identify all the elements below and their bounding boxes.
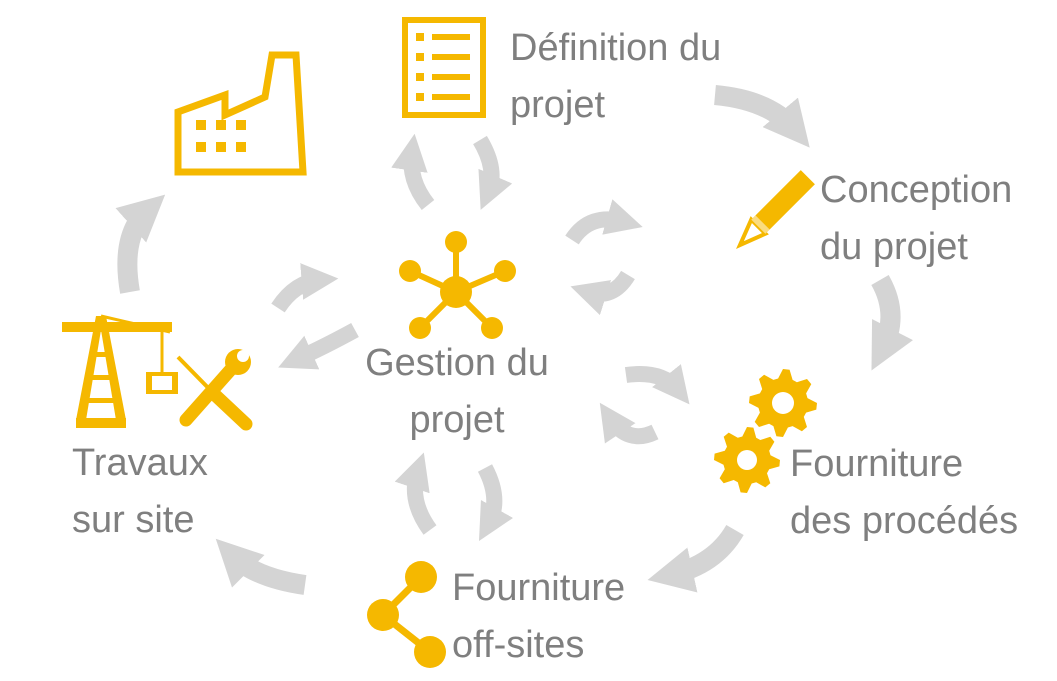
gears-icon: [714, 369, 817, 493]
label-conception: Conception du projet: [820, 162, 1012, 276]
screwdriver-icon: [176, 355, 253, 431]
arrow-offsites-to-gestion: [394, 452, 437, 535]
arrow-travaux-to-gestion: [271, 263, 339, 313]
cycle-arrows: [115, 85, 913, 595]
label-line: projet: [409, 399, 505, 441]
label-line: sur site: [72, 499, 195, 541]
gear-small-hole: [737, 450, 757, 470]
label-line: Fourniture: [452, 567, 626, 609]
label-line: off-sites: [452, 624, 585, 666]
label-fourniture-procedes: Fourniture des procédés: [790, 436, 1018, 550]
arrow-conception-to-gestion: [570, 270, 635, 316]
label-definition: Définition du projet: [510, 20, 721, 134]
label-line: des procédés: [790, 500, 1019, 542]
factory-icon: [174, 51, 307, 176]
gear-large-hole: [772, 392, 794, 414]
label-travaux: Travaux sur site: [72, 435, 208, 549]
label-fourniture-offsites: Fourniture off-sites: [452, 560, 625, 674]
arrow-definition-to-gestion: [473, 135, 513, 210]
label-line: Fourniture: [790, 443, 964, 485]
gestion-exchange-arrows: [271, 133, 690, 542]
wrench-icon: [179, 349, 251, 427]
arrow-gestion-to-conception: [565, 199, 643, 245]
label-line: Conception: [820, 169, 1013, 211]
label-line: du projet: [820, 226, 968, 268]
label-line: Gestion du: [365, 342, 549, 384]
checklist-icon: [402, 17, 486, 118]
arrow-procedes-to-offsites: [647, 524, 744, 593]
arrow-gestion-to-definition: [391, 133, 435, 210]
network-icon: [399, 231, 516, 339]
arrow-procedes-to-gestion: [599, 402, 659, 445]
arrow-conception-to-procedes: [871, 275, 913, 371]
arrow-gestion-to-travaux: [278, 322, 359, 370]
label-gestion: Gestion du projet: [362, 335, 552, 449]
label-line: projet: [510, 84, 606, 126]
crane-tools-icon: [62, 314, 253, 431]
share-icon: [367, 561, 446, 668]
arrow-gestion-to-procedes: [624, 364, 690, 405]
arrow-offsites-to-travaux: [215, 538, 307, 595]
arrow-gestion-to-offsites: [477, 464, 514, 542]
pencil-icon: [736, 170, 815, 249]
arrow-definition-to-conception: [713, 85, 810, 148]
label-line: Définition du: [510, 27, 722, 69]
label-line: Travaux: [72, 442, 208, 484]
arrow-travaux-to-usine: [115, 194, 166, 294]
